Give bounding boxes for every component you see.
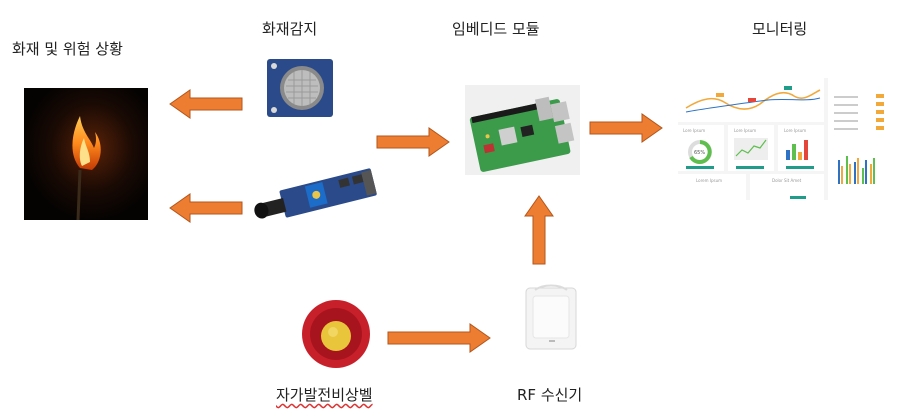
- arrow-module-to-monitor: [589, 113, 663, 143]
- raspberry-pi-image: [465, 85, 580, 175]
- fire-image: [24, 88, 148, 220]
- panel1-title: Lore Ipsum: [683, 128, 705, 133]
- arrow-bell-to-rf: [387, 323, 491, 353]
- arrow-sensor-to-module: [376, 127, 450, 157]
- panel3-title: Lore Ipsum: [784, 128, 806, 133]
- emergency-bell-image: [300, 298, 372, 370]
- arrow-rf-to-module: [524, 195, 554, 265]
- arrow-gas-to-fire: [169, 89, 243, 119]
- label-fire-detection: 화재감지: [262, 20, 318, 38]
- label-monitoring: 모니터링: [752, 20, 808, 38]
- bottom2-title: Dolor Sit Amet: [772, 178, 802, 183]
- flame-sensor-image: [252, 168, 380, 228]
- percent-readout: 65%: [694, 150, 705, 156]
- dashboard-graphics: Lore Ipsum 65% Lore Ipsum Lore Ipsum Lor…: [678, 78, 890, 200]
- label-emergency-bell: 자가발전비상벨: [276, 386, 373, 404]
- label-fire-danger: 화재 및 위험 상황: [12, 40, 123, 58]
- panel2-title: Lore Ipsum: [734, 128, 756, 133]
- monitoring-dashboard-image: Lore Ipsum 65% Lore Ipsum Lore Ipsum Lor…: [678, 78, 890, 200]
- label-rf-receiver: RF 수신기: [517, 386, 583, 404]
- bottom1-title: Lorem Ipsum: [696, 178, 722, 183]
- rf-receiver-image: [525, 284, 577, 350]
- gas-sensor-image: [266, 58, 334, 118]
- label-embedded-module: 임베디드 모듈: [452, 20, 540, 38]
- arrow-flame-to-fire: [169, 193, 243, 223]
